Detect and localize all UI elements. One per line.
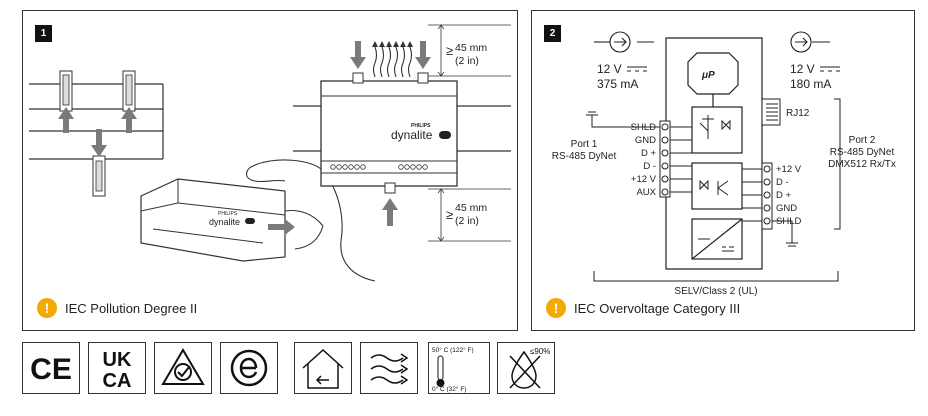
geq-top: ≥ [446, 43, 453, 58]
svg-text:UK: UK [103, 349, 132, 371]
port2-ground-icon [772, 220, 798, 247]
rj12-connector [761, 98, 781, 126]
selv-label: SELV/Class 2 (UL) [674, 286, 757, 297]
airflow-arrows [372, 46, 413, 78]
port2-terminal [761, 162, 773, 230]
installation-diagram: PHILIPS dynalite PHILIPS dynalite [29, 24, 511, 282]
din-rail-left [29, 70, 164, 197]
geq-bottom: ≥ [446, 207, 453, 222]
port2-sub1: RS-485 DyNet [830, 147, 895, 158]
warning-icon: ! [546, 298, 566, 318]
clearance-top: 45 mm [455, 42, 487, 54]
port1-terminal [659, 120, 671, 198]
step-badge: 2 [544, 25, 561, 42]
output-voltage: 12 V [790, 62, 815, 76]
wiring-diagram: 12 V 375 mA 12 V 180 mA μP [552, 31, 896, 297]
input-current: 375 mA [597, 77, 638, 91]
port2-pin-1: +12 V [776, 164, 802, 175]
port1-pin-5: +12 V [631, 174, 657, 185]
rj12-label: RJ12 [786, 108, 810, 119]
svg-text:CA: CA [103, 370, 132, 392]
ukca-mark-icon: UK CA [88, 342, 146, 394]
device-in-hand: PHILIPS dynalite [140, 159, 376, 282]
svg-text:CE: CE [30, 353, 72, 386]
step-badge: 1 [35, 25, 52, 42]
brand-small: PHILIPS [411, 123, 431, 129]
overvoltage-note-text: IEC Overvoltage Category III [574, 300, 741, 316]
port1-pin-6: AUX [636, 187, 656, 198]
port2-pin-3: D + [776, 190, 792, 201]
brand-label-small: dynalite [209, 217, 240, 227]
port1-title: Port 1 [571, 139, 598, 150]
overvoltage-note: ! IEC Overvoltage Category III [546, 298, 740, 318]
pollution-note: ! IEC Pollution Degree II [37, 298, 197, 318]
port2-pin-4: GND [776, 203, 797, 214]
ce-mark-icon: CE [22, 342, 80, 394]
mounting-arrows [350, 41, 431, 226]
svg-text:PHILIPS: PHILIPS [218, 211, 238, 217]
power-out-icon [790, 31, 830, 53]
clearance-bottom: 45 mm [455, 202, 487, 214]
port2-title: Port 2 [849, 135, 876, 146]
temperature-range-icon: 50° C (122° F) 0° C (32° F) [428, 342, 490, 394]
clearance-bottom-in: (2 in) [455, 215, 479, 227]
rcm-mark-icon [154, 342, 212, 394]
port1-wires [670, 126, 692, 193]
port1-pin-4: D - [643, 161, 656, 172]
pollution-note-text: IEC Pollution Degree II [65, 300, 198, 316]
svg-text:50° C (122° F): 50° C (122° F) [432, 346, 474, 354]
brand-large: dynalite [391, 128, 433, 142]
svg-text:0° C (32° F): 0° C (32° F) [432, 385, 466, 393]
humidity-icon: ≤90% [497, 342, 555, 394]
clearance-dimensions [428, 24, 511, 242]
port2-pin-2: D - [776, 177, 789, 188]
input-voltage: 12 V [597, 62, 622, 76]
output-current: 180 mA [790, 77, 831, 91]
dynalite-module: PHILIPS dynalite [320, 72, 458, 194]
wiring-panel: 2 12 V 375 mA 12 V 180 mA [531, 10, 915, 331]
port2-sub2: DMX512 Rx/Tx [828, 159, 896, 170]
ventilation-icon [360, 342, 418, 394]
warning-icon: ! [37, 298, 57, 318]
port1-pin-3: D + [641, 148, 657, 159]
installation-panel: 1 [22, 10, 518, 331]
power-in-icon [594, 31, 654, 53]
clip-arrows [58, 107, 137, 157]
indoor-use-icon [294, 342, 352, 394]
clearance-top-in: (2 in) [455, 55, 479, 67]
port1-sub: RS-485 DyNet [552, 151, 617, 162]
processor-label: μP [701, 70, 715, 81]
svg-text:≤90%: ≤90% [530, 347, 550, 356]
port1-pin-2: GND [635, 135, 656, 146]
port1-ground-icon [586, 111, 660, 128]
eac-mark-icon [220, 342, 278, 394]
